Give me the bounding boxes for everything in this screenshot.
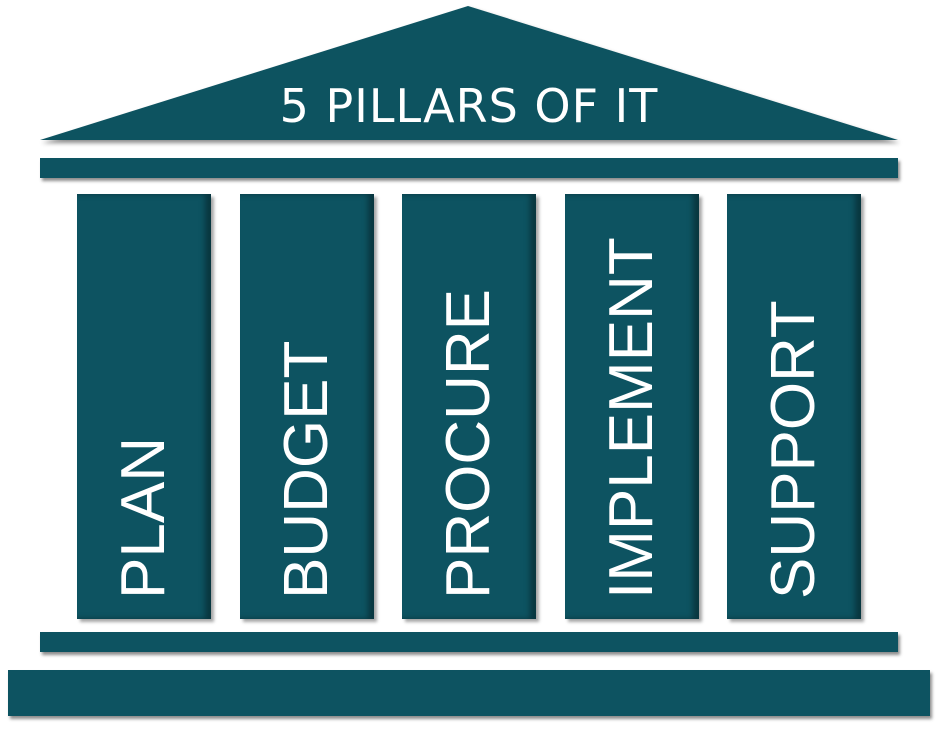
pediment-roof — [40, 6, 898, 140]
pillar-procure: PROCURE — [402, 194, 536, 619]
pillar-plan: PLAN — [77, 194, 211, 619]
pillar-label: SUPPORT — [759, 300, 828, 599]
bottom-beam — [40, 632, 898, 652]
pillar-label: IMPLEMENT — [597, 237, 666, 599]
foundation-base — [8, 670, 930, 716]
diagram-title: 5 PILLARS OF IT — [279, 79, 659, 133]
pillar-support: SUPPORT — [727, 194, 861, 619]
pillar-label: PROCURE — [434, 288, 503, 599]
pillar-budget: BUDGET — [240, 194, 374, 619]
pillar-label: PLAN — [109, 437, 178, 599]
pillar-label: BUDGET — [272, 340, 341, 599]
pillar-implement: IMPLEMENT — [565, 194, 699, 619]
top-beam — [40, 158, 898, 178]
